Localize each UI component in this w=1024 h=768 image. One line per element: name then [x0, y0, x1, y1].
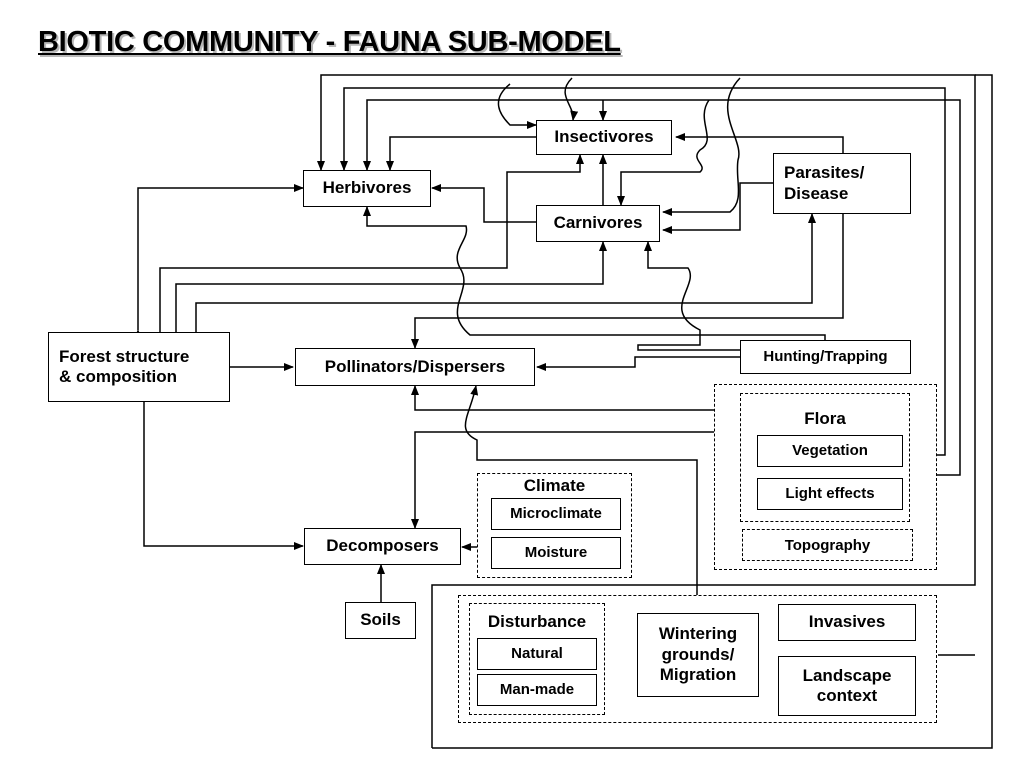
- parasite-to-carn: [662, 182, 775, 234]
- vegetation-item: Vegetation: [757, 435, 903, 467]
- wintering-node: Wintering grounds/ Migration: [637, 613, 759, 697]
- parasite-to-insect: [675, 133, 844, 155]
- outer-loop-1: [317, 74, 976, 748]
- page-title: BIOTIC COMMUNITY - FAUNA SUB-MODEL: [38, 26, 621, 58]
- disturbance-group: [469, 603, 605, 715]
- herbivores-node: Herbivores: [303, 170, 431, 207]
- outer-loop-flora-1: [363, 99, 961, 476]
- forest-to-parasite: [195, 213, 816, 332]
- moisture-item: Moisture: [491, 537, 621, 569]
- microclimate-item: Microclimate: [491, 498, 621, 530]
- forest-decomp-bi: [140, 393, 304, 550]
- flora-to-pollin: [411, 385, 714, 411]
- insectivores-node: Insectivores: [536, 120, 672, 155]
- forest-structure-node: Forest structure & composition: [48, 332, 230, 402]
- parasites-node: Parasites/ Disease: [773, 153, 911, 214]
- climate-group: [477, 473, 632, 578]
- hunt-to-herb: [363, 206, 826, 340]
- topography-group: [742, 529, 913, 561]
- outer-loop-flora-2: [340, 87, 946, 456]
- pollinators-node: Pollinators/Dispersers: [295, 348, 535, 386]
- wavy-to-pollin: [464, 385, 698, 595]
- landscape-node: Landscape context: [778, 656, 916, 716]
- wavy-top-4: [617, 99, 710, 206]
- bottom-frame: [432, 74, 993, 749]
- bottom-group: [458, 595, 937, 723]
- hunt-to-carn: [637, 241, 740, 351]
- hunt-to-pollin: [536, 356, 740, 371]
- disturbance-label: Disturbance: [487, 612, 587, 631]
- wavy-top-2: [564, 77, 579, 121]
- forest-to-insect: [159, 154, 584, 332]
- flora-label: Flora: [804, 409, 846, 428]
- man-made-item: Man-made: [477, 674, 597, 706]
- soils-node: Soils: [345, 602, 416, 639]
- wavy-top-1: [497, 83, 537, 129]
- flora-outer-group: [714, 384, 937, 570]
- parasite-to-pollin: [411, 212, 844, 349]
- flora-to-decomp: [411, 431, 714, 529]
- carn-to-herb: [431, 184, 536, 223]
- topography-label: Topography: [784, 537, 871, 554]
- wavy-top-5: [662, 77, 741, 216]
- forest-to-carn: [175, 241, 607, 332]
- insect-to-herb: [386, 136, 536, 171]
- carnivores-node: Carnivores: [536, 205, 660, 242]
- invasives-node: Invasives: [778, 604, 916, 641]
- natural-item: Natural: [477, 638, 597, 670]
- flora-group: [740, 393, 910, 522]
- forest-herb-bi: [134, 184, 304, 339]
- climate-label: Climate: [523, 476, 586, 495]
- hunting-node: Hunting/Trapping: [740, 340, 911, 374]
- light-effects-item: Light effects: [757, 478, 903, 510]
- decomposers-node: Decomposers: [304, 528, 461, 565]
